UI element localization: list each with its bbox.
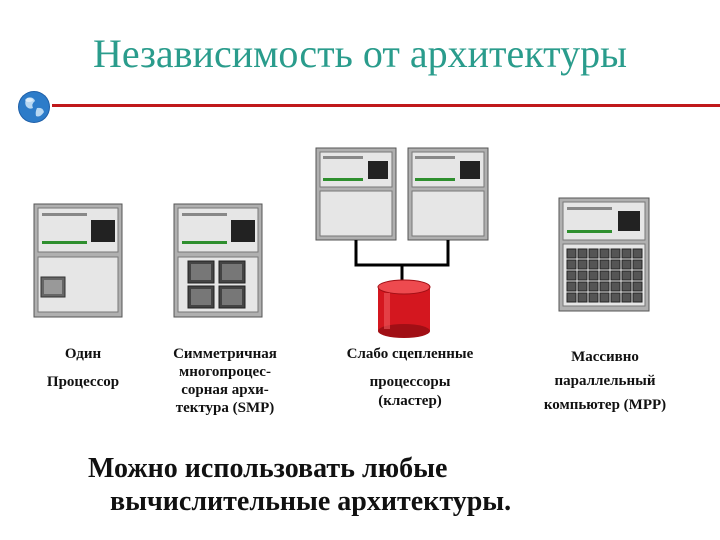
mpp-processor-cell [599,281,610,292]
mpp-processor-cell [577,281,588,292]
mpp-processor-cell [610,248,621,259]
mpp-processor-cell [577,270,588,281]
mpp-processor-cell [621,292,632,303]
mpp-processor-cell [632,281,643,292]
mpp-processor-cell [599,248,610,259]
mpp-processor-cell [588,270,599,281]
shared-disk-icon [377,279,431,338]
mpp-processor-cell [632,292,643,303]
mpp-processor-cell [621,259,632,270]
mpp-processor-cell [632,248,643,259]
mpp-processor-cell [610,270,621,281]
single-cpu-server-icon [33,203,123,318]
mpp-processor-cell [577,259,588,270]
mpp-processor-cell [599,259,610,270]
mpp-processor-cell [577,292,588,303]
cluster-node-icon [407,147,489,241]
mpp-processor-cell [588,281,599,292]
smp-server-icon [173,203,263,318]
mpp-processor-cell [621,248,632,259]
mpp-processor-cell [577,248,588,259]
mpp-processor-cell [566,281,577,292]
mpp-processor-cell [588,259,599,270]
mpp-processor-cell [566,270,577,281]
mpp-processor-cell [610,259,621,270]
cluster-node-icon [315,147,397,241]
mpp-processor-cell [621,281,632,292]
cluster-diagram [315,147,489,338]
label-mpp: Массивно параллельный компьютер (MPP) [543,349,667,413]
label-cluster: Слабо сцепленные процессоры (кластер) [346,346,474,409]
mpp-processor-cell [566,292,577,303]
label-smp: Симметричная многопроцес- сорная архи- т… [173,346,277,416]
mpp-processor-cell [566,259,577,270]
title-rule [52,104,720,107]
footer-text: Можно использовать любые вычислительные … [88,453,512,517]
mpp-server-icon [558,197,650,312]
mpp-processor-cell [599,292,610,303]
mpp-processor-cell [566,248,577,259]
mpp-processor-cell [621,270,632,281]
mpp-processor-cell [632,270,643,281]
globe-icon [18,91,50,123]
label-single-cpu: Один Процессор [46,346,120,390]
mpp-processor-grid [566,248,643,303]
mpp-processor-cell [610,292,621,303]
mpp-processor-cell [599,270,610,281]
mpp-processor-cell [610,281,621,292]
slide-title: Независимость от архитектуры [92,31,627,76]
mpp-processor-cell [632,259,643,270]
mpp-processor-cell [588,248,599,259]
mpp-processor-cell [588,292,599,303]
